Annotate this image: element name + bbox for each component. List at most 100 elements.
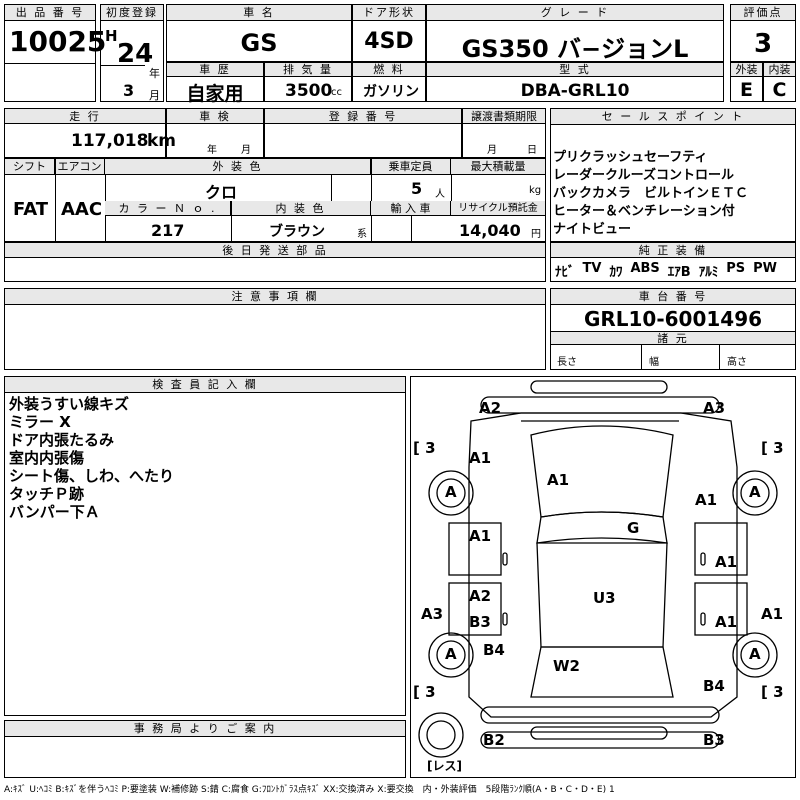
equipment-box: 純 正 装 備 ﾅﾋﾞ TV ｶﾜ ABS ｴｱB ｱﾙﾐ PS PW [550, 242, 796, 282]
inspector-line: タッチＰ跡 [9, 485, 85, 503]
score-box: 評価点 3 [730, 4, 796, 62]
mark-rear-door-right: A1 [715, 613, 738, 631]
car-name: GS [240, 29, 278, 57]
displacement-box: 排 気 量 3500 cc [264, 62, 352, 102]
mark-front-bumper-left: A2 [479, 399, 502, 417]
inspector-line: ドア内張たるみ [9, 431, 115, 449]
sales-point-line: レーダークルーズコントロール [553, 168, 734, 183]
chassis-box: 車 台 番 号 GRL10-6001496 諸 元 長さ 幅 高さ [550, 288, 796, 370]
model-box: 型 式 DBA-GRL10 [426, 62, 724, 102]
inspector-line: 外装うすい線キズ [9, 395, 130, 413]
tire-tread-label-rr: [ 3 [761, 683, 784, 701]
sales-point-line: プリクラッシュセーフティ [553, 150, 708, 165]
sales-point-line: バックカメラ ビルトインＥＴＣ [553, 186, 749, 201]
fuel-box: 燃 料 ガソリン [352, 62, 426, 102]
score: 3 [753, 29, 773, 59]
car-name-box: 車 名 GS [166, 4, 352, 62]
history: 自家用 [186, 83, 244, 105]
inspector-line: ミラー X [9, 413, 71, 431]
mark-rear-bumper-right: B3 [703, 731, 725, 749]
mark-rear-fender-right: B4 [703, 677, 725, 695]
int-grade-box: 内装 C [763, 62, 796, 102]
first-reg-label: 初度登録 [101, 5, 163, 21]
lot-label: 出 品 番 号 [5, 5, 95, 21]
tire-tread-label-rl: [ 3 [413, 683, 436, 701]
recycle-deposit: 14,040 [459, 221, 521, 240]
equipment-item: TV [582, 261, 602, 276]
mark-front-bumper-right: A3 [703, 399, 726, 417]
int-color: ブラウン [269, 224, 325, 240]
first-reg-era: H [105, 27, 118, 45]
car-name-label: 車 名 [167, 5, 351, 21]
history-box: 車 歴 自家用 [166, 62, 264, 105]
door-type: 4SD [364, 29, 414, 54]
ac: AAC [61, 199, 103, 220]
sales-point-line: ヒーター＆ベンチレーション付 [553, 204, 735, 219]
mileage: 117,018 [71, 131, 149, 151]
ext-color: クロ [205, 183, 238, 202]
color-no: 217 [151, 221, 185, 240]
mark-side-sill-left: A3 [421, 605, 444, 623]
tire-tread-label-fr: [ 3 [761, 439, 784, 457]
mark-rear-door-left: A2 [469, 587, 492, 605]
sales-point-line: ナイトビュー [553, 222, 632, 237]
inspector-line: 室内内張傷 [9, 449, 85, 467]
sales-point-list: プリクラッシュセーフティ レーダークルーズコントロール バックカメラ ビルトイン… [553, 149, 748, 239]
ext-grade-box: 外装 E [730, 62, 763, 102]
equipment-item: ｶﾜ [609, 265, 623, 280]
later-parts-box: 後 日 発 送 部 品 [4, 242, 546, 282]
equipment-list: ﾅﾋﾞ TV ｶﾜ ABS ｴｱB ｱﾙﾐ PS PW [555, 261, 777, 280]
displacement: 3500 [285, 81, 333, 101]
mark-rear-door-left-2: B3 [469, 613, 491, 631]
mark-windshield: G [627, 519, 640, 537]
equipment-item: ｴｱB [667, 265, 691, 280]
spec-table: シフト エアコン FAT AAC 外 装 色 クロ 乗車定員 5 人 最大積載量… [4, 158, 546, 242]
fuel: ガソリン [363, 84, 419, 100]
mark-tire-rr: A [749, 645, 761, 663]
mark-hood: A1 [547, 471, 570, 489]
mark-tire-fl: A [445, 483, 457, 501]
mark-roof: U3 [593, 589, 616, 607]
transfer-box: 譲渡書類期限 月 日 [462, 108, 546, 158]
mark-front-fender-right: A1 [695, 491, 718, 509]
mark-front-fender-left: A1 [469, 449, 492, 467]
mark-front-door-left: A1 [469, 527, 492, 545]
first-reg-box: 初度登録 H 24 年 3 月 [100, 4, 164, 102]
spare-tire-label: [レス] [427, 759, 462, 773]
car-diagram: [ 3 [ 3 [ 3 [ 3 [レス] A2 A3 A1 A1 A1 A A … [410, 376, 796, 778]
grade: GS350 バ−ジョンL [461, 35, 689, 63]
mark-side-sill-right: A1 [761, 605, 784, 623]
mark-rear-glass: W2 [553, 657, 580, 675]
mark-front-door-right: A1 [715, 553, 738, 571]
shift: FAT [13, 199, 49, 220]
lot-number: 10025 [9, 25, 107, 58]
mark-tire-rl: A [445, 645, 457, 663]
mark-rear-fender-left: B4 [483, 641, 505, 659]
tire-tread-label-fl: [ 3 [413, 439, 436, 457]
grade-box: グ レ ー ド GS350 バ−ジョンL [426, 4, 724, 63]
car-outline [418, 380, 778, 758]
equipment-item: ﾅﾋﾞ [555, 265, 575, 280]
equipment-item: ｱﾙﾐ [698, 265, 719, 280]
ext-grade: E [740, 79, 753, 101]
mark-tire-fr: A [749, 483, 761, 501]
equipment-item: ABS [630, 261, 660, 276]
lot-box: 出 品 番 号 10025 [4, 4, 106, 102]
reg-no-box: 登 録 番 号 [264, 108, 462, 158]
door-box: ドア形状 4SD [352, 4, 426, 62]
legend: A:ｷｽﾞ U:ﾍｺﾐ B:ｷｽﾞを伴うﾍｺﾐ P:要塗装 W:補修跡 S:錆 … [4, 785, 615, 795]
model: DBA-GRL10 [520, 81, 630, 101]
int-grade: C [772, 79, 787, 101]
mark-rear-bumper-left: B2 [483, 731, 505, 749]
inspection-box: 車 検 年 月 [166, 108, 264, 158]
chassis-number: GRL10-6001496 [583, 307, 763, 331]
capacity: 5 [411, 179, 423, 198]
mileage-box: 走 行 117,018 km [4, 108, 176, 158]
inspector-line: シート傷、しわ、へたり [9, 467, 175, 485]
inspector-notes: 外装うすい線キズ ミラー X ドア内張たるみ 室内内張傷 シート傷、しわ、へたり… [9, 395, 174, 521]
equipment-item: PS [726, 261, 746, 276]
inspector-line: バンパー下Ａ [9, 503, 100, 521]
notes-box: 注 意 事 項 欄 [4, 288, 546, 370]
first-reg-month: 3 [123, 81, 135, 100]
inspector-box: 検 査 員 記 入 欄 外装うすい線キズ ミラー X ドア内張たるみ 室内内張傷… [4, 376, 406, 716]
